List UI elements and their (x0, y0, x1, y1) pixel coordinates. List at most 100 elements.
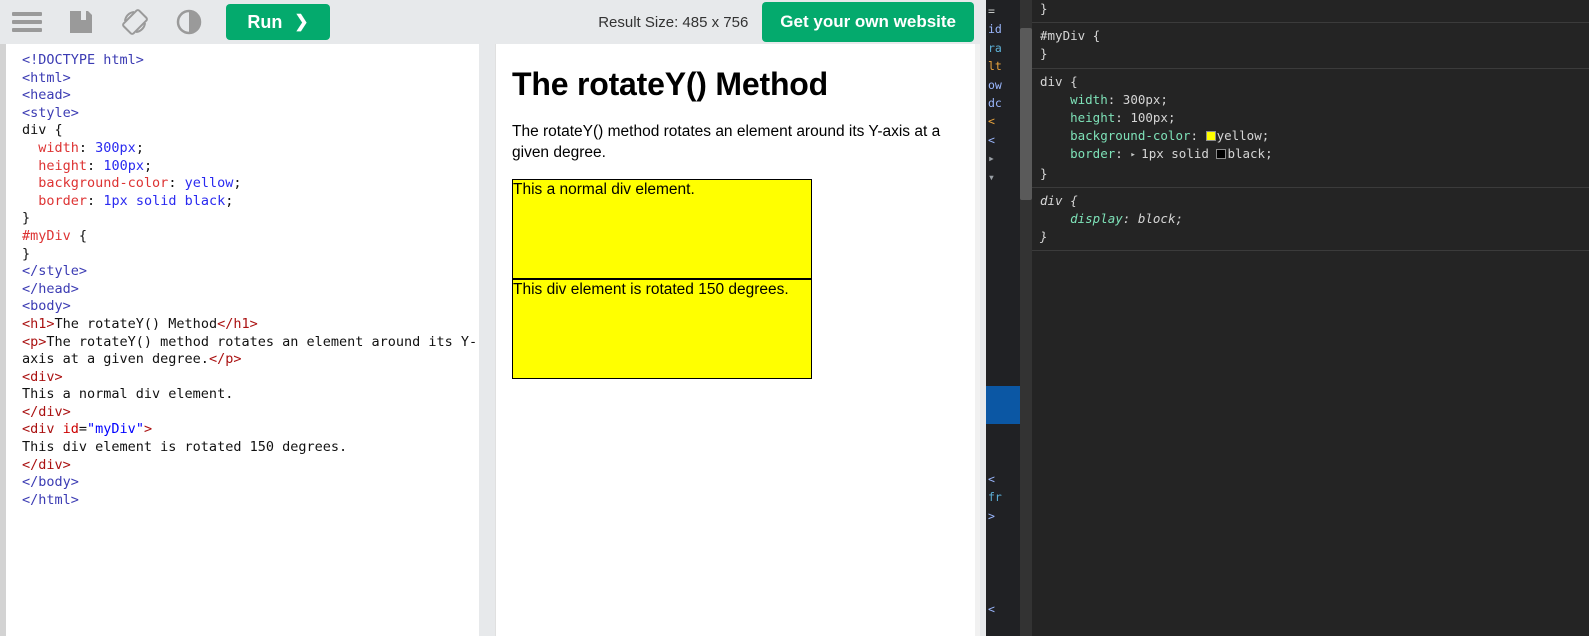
css-property-value[interactable]: black; (1227, 146, 1273, 162)
code-line: #myDiv { (22, 228, 479, 246)
elements-tree-line[interactable]: lt (988, 59, 1002, 74)
code-token: } (22, 210, 31, 227)
css-rule-closing-brace: } (1040, 46, 1048, 62)
code-token: This div element is rotated 150 degrees. (22, 439, 348, 456)
css-property-name[interactable]: display (1040, 211, 1123, 227)
code-token: <head> (22, 87, 71, 104)
code-editor[interactable]: <!DOCTYPE html><html><head><style>div { … (0, 44, 479, 636)
css-selector[interactable]: div { (1040, 73, 1078, 89)
elements-tree-selected-node[interactable] (986, 386, 1020, 424)
code-line: </div> (22, 404, 479, 422)
css-declaration[interactable]: display: block; (1040, 210, 1589, 228)
code-editor-content[interactable]: <!DOCTYPE html><html><head><style>div { … (6, 44, 479, 509)
code-token: #myDiv (22, 227, 71, 244)
code-token: <!DOCTYPE html> (22, 52, 144, 68)
code-token: The rotateY() method rotates an element … (22, 333, 478, 368)
css-declaration[interactable]: border: ▸ 1px solid black; (1040, 145, 1589, 164)
run-button[interactable]: Run ❯ (226, 4, 330, 40)
css-property-name[interactable]: height (1040, 110, 1116, 126)
css-rule[interactable]: } (1032, 0, 1589, 24)
css-selector[interactable]: #myDiv { (1040, 28, 1101, 44)
code-token: = (78, 421, 88, 438)
code-line: } (22, 210, 479, 228)
code-token: <style> (22, 104, 79, 121)
elements-tree-line[interactable]: fr (988, 490, 1002, 505)
code-token: "myDiv" (87, 421, 144, 438)
result-preview-pane: The rotateY() Method The rotateY() metho… (495, 44, 980, 636)
code-line: This div element is rotated 150 degrees. (22, 439, 479, 457)
elements-tree-line[interactable]: ▸ (988, 151, 995, 166)
css-property-value[interactable]: 300px; (1122, 91, 1168, 107)
css-property-value[interactable]: 1px solid (1141, 146, 1217, 162)
css-property-value[interactable]: yellow; (1216, 128, 1270, 144)
css-property-name[interactable]: border (1040, 146, 1116, 162)
preview-heading: The rotateY() Method (512, 66, 828, 102)
code-line: </div> (22, 457, 479, 475)
css-property-name[interactable]: background-color (1040, 128, 1191, 144)
expand-triangle-icon[interactable]: ▸ (1130, 150, 1142, 161)
elements-tree-line[interactable]: dc (988, 96, 1002, 111)
preview-scrollbar[interactable] (975, 44, 980, 636)
elements-tree-lines-bottom[interactable]: < (986, 600, 1020, 618)
code-token: <p> (22, 333, 47, 350)
code-token: height (38, 157, 88, 174)
elements-tree-scrollbar-thumb[interactable] (1020, 28, 1032, 200)
elements-tree-line[interactable]: ▾ (988, 169, 995, 184)
code-token: </head> (22, 280, 79, 297)
elements-tree-line[interactable]: id (988, 22, 1002, 37)
devtools-styles-pane[interactable]: }#myDiv {}div { width: 300px; height: 10… (1032, 0, 1589, 636)
css-declaration[interactable]: width: 300px; (1040, 91, 1589, 109)
css-colon: : (1122, 211, 1138, 227)
code-token: </div> (22, 456, 71, 473)
elements-tree-line[interactable]: < (988, 114, 995, 129)
devtools-elements-tree[interactable]: = id ra lt ow dc < < ▸ ▾ < fr > < (986, 0, 1020, 636)
elements-tree-line[interactable]: ra (988, 40, 1002, 55)
css-rule[interactable]: #myDiv {} (1032, 23, 1589, 69)
css-property-value[interactable]: 100px; (1130, 110, 1176, 126)
screen-rotation-icon[interactable] (108, 0, 162, 44)
elements-tree-scrollbar[interactable] (1020, 0, 1032, 636)
editor-toolbar: Run ❯ Result Size: 485 x 756 Get your ow… (0, 0, 986, 44)
code-token: 100px (103, 157, 144, 174)
css-declaration[interactable]: height: 100px; (1040, 109, 1589, 127)
code-line: width: 300px; (22, 140, 479, 158)
code-token: ; (135, 139, 144, 156)
editor-preview-splitter[interactable] (479, 44, 495, 636)
code-token: </html> (22, 491, 79, 508)
elements-tree-line[interactable]: < (988, 132, 995, 147)
contrast-icon[interactable] (162, 0, 216, 44)
elements-tree-line[interactable]: > (988, 508, 995, 523)
code-token: </p> (208, 351, 242, 368)
elements-tree-lines-top[interactable]: = id ra lt ow dc < < ▸ ▾ (986, 2, 1020, 186)
elements-tree-line[interactable]: < (988, 602, 995, 616)
color-swatch-icon[interactable] (1205, 131, 1216, 142)
code-token: </div> (22, 403, 71, 420)
hamburger-menu-icon[interactable] (0, 0, 54, 44)
code-token: <body> (22, 298, 71, 315)
elements-tree-line[interactable]: = (988, 4, 995, 18)
code-line: <div id="myDiv"> (22, 421, 479, 439)
elements-tree-line[interactable]: ow (988, 77, 1002, 92)
css-rule[interactable]: div { display: block;} (1032, 188, 1589, 252)
elements-tree-lines-middle[interactable]: < fr > (986, 470, 1020, 525)
save-icon[interactable] (54, 0, 108, 44)
code-line: <p>The rotateY() method rotates an eleme… (22, 334, 479, 369)
code-token (22, 140, 38, 156)
code-line: </body> (22, 474, 479, 492)
code-line: background-color: yellow; (22, 175, 479, 193)
code-token: </style> (22, 263, 88, 280)
css-property-value[interactable]: block; (1137, 211, 1184, 227)
css-rule[interactable]: div { width: 300px; height: 100px; backg… (1032, 69, 1589, 188)
css-declaration[interactable]: background-color: yellow; (1040, 127, 1589, 145)
code-token: : (78, 139, 96, 156)
code-line: border: 1px solid black; (22, 193, 479, 211)
get-your-own-website-button[interactable]: Get your own website (762, 2, 974, 42)
code-token: ; (143, 157, 153, 174)
color-swatch-icon[interactable] (1216, 149, 1227, 160)
code-token: </body> (22, 474, 79, 491)
css-selector[interactable]: div { (1040, 192, 1078, 208)
css-property-name[interactable]: width (1040, 91, 1108, 107)
elements-tree-line[interactable]: < (988, 472, 995, 486)
code-token: : (87, 157, 104, 174)
